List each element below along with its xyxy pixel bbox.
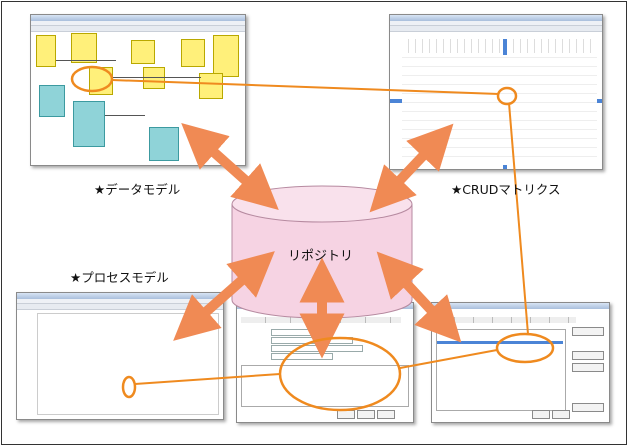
crud-matrix-label: ★CRUDマトリクス [451, 182, 561, 197]
window-titlebar [17, 293, 223, 299]
dialog-button [552, 410, 570, 419]
callout-datamodel-entity [70, 65, 114, 93]
link-process-dialog [134, 373, 281, 385]
er-entity [73, 101, 105, 147]
repository-label: リポジトリ [288, 249, 354, 264]
window-titlebar [390, 15, 602, 21]
window-toolbar [31, 26, 245, 32]
er-entity [71, 33, 97, 63]
link-entity-crud [111, 79, 500, 95]
process-lane [37, 313, 219, 415]
arrow-datamodel-repo [181, 123, 279, 210]
er-entity [131, 40, 155, 64]
er-entity [36, 35, 56, 67]
er-entity [149, 127, 179, 161]
link-crud-crudialog [508, 102, 529, 335]
process-model-label: ★プロセスモデル [70, 270, 169, 285]
window-menubar [31, 21, 245, 26]
dialog-button [572, 403, 604, 412]
er-entity [39, 85, 65, 117]
dialog-button [357, 410, 375, 419]
dialog-button [377, 410, 395, 419]
er-relation [56, 60, 116, 61]
matrix-header-row [402, 39, 597, 53]
callout-process-node [121, 375, 137, 399]
dialog-button [572, 351, 604, 360]
link-dialog-crudialog [399, 349, 498, 369]
er-relation [105, 115, 145, 116]
dialog-tabs [436, 317, 576, 323]
arrow-process-repo [173, 251, 275, 341]
window-menubar [390, 21, 602, 26]
er-entity [143, 67, 165, 89]
arrow-crud-dialog-repo [376, 251, 462, 343]
window-titlebar [432, 303, 609, 309]
data-model-window [30, 14, 246, 166]
er-entity [213, 35, 239, 77]
callout-dialog-text [278, 336, 402, 412]
callout-crud-cell [496, 86, 518, 106]
dialog-button [572, 327, 604, 336]
callout-crud-dialog-row [495, 332, 555, 364]
data-model-label: ★データモデル [94, 182, 181, 197]
window-toolbar [17, 304, 223, 310]
er-relation [111, 77, 201, 78]
er-entity [181, 39, 205, 67]
arrow-crud-repo [369, 123, 454, 213]
window-menubar [17, 299, 223, 304]
window-toolbar [390, 26, 602, 32]
dialog-button [572, 363, 604, 372]
window-titlebar [31, 15, 245, 21]
dialog-button [532, 410, 550, 419]
er-entity [199, 73, 223, 99]
